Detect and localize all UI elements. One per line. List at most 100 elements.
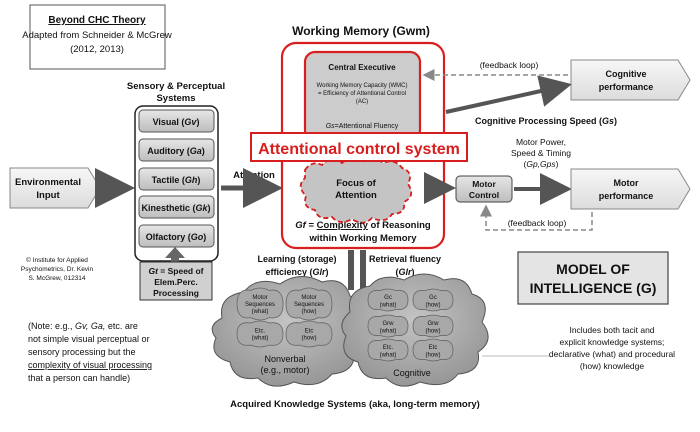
cognitive-small-clouds: Gc(what)Gc(how)Grw(what)Grw(how)Etc.(wha… (367, 288, 454, 362)
nonverbal-small-label: (what) (252, 336, 269, 342)
motor-power-line2: Speed & Timing (511, 148, 571, 158)
note-line4: complexity of visual processing (28, 360, 152, 370)
env-input-line1: Environmental (15, 177, 81, 188)
sensory-item-box (138, 195, 215, 219)
cognitive-small-label: Grw (383, 321, 395, 327)
focus-line2: Attention (335, 190, 377, 201)
cognitive-small-label: Etc. (383, 345, 394, 351)
attention-label: Attention (233, 170, 275, 181)
wm-ltm-connector-left (348, 250, 354, 290)
sensory-item-label: Olfactory (Go) (146, 232, 207, 242)
cognitive-small-label: Gc (384, 295, 392, 301)
note-line5: that a person can handle) (28, 373, 130, 383)
gt-line2: Elem.Perc. (154, 277, 197, 287)
motor-perf-line1: Motor (614, 178, 639, 188)
copyright-line2: Psychometrics, Dr. Kevin (21, 266, 94, 273)
attentional-control-banner (250, 132, 468, 162)
cognitive-small-label: (how) (425, 353, 440, 359)
gt-line3: Processing (153, 288, 199, 298)
sensory-item-label: Tactile (Gh) (152, 175, 201, 185)
motor-control-line2: Control (469, 190, 499, 200)
copyright-line3: S. McGrew, 012314 (28, 275, 85, 282)
gs-attentional-fluency: Gs=Attentional Fluency (326, 123, 399, 130)
gt-box (139, 261, 213, 301)
cognitive-perf-line2: performance (599, 82, 654, 92)
nonverbal-small-label: Sequences (294, 302, 324, 308)
cognitive-perf-line1: Cognitive (605, 69, 646, 79)
small-cloud (412, 314, 454, 338)
small-cloud (236, 320, 284, 348)
tacit-line2: explicit knowledge systems; (560, 337, 665, 347)
sensory-item-box (138, 109, 215, 133)
gt-up-arrow (165, 247, 185, 262)
wmc-line3: (AC) (356, 99, 368, 105)
small-cloud (285, 320, 333, 348)
source-line2: (2012, 2013) (70, 44, 124, 55)
sensory-title-line2: Systems (156, 93, 195, 104)
nonverbal-small-label: Motor (252, 295, 267, 301)
small-cloud (236, 287, 284, 321)
small-cloud (367, 338, 409, 362)
wmc-line1: Working Memory Capacity (WMC) (317, 83, 408, 89)
source-title: Beyond CHC Theory (48, 15, 146, 26)
sensory-item-label: Kinesthetic (Gk) (141, 203, 210, 213)
focus-line1: Focus of (336, 178, 376, 189)
wm-ltm-connector-right (360, 250, 366, 290)
sensory-title-line1: Sensory & Perceptual (127, 81, 225, 92)
model-of-intelligence-box (517, 251, 669, 305)
motor-perf-line2: performance (599, 191, 654, 201)
wm-to-cognitive-arrow (445, 75, 572, 114)
gt-line1: Gt = Speed of (148, 266, 203, 276)
nonverbal-small-label: (what) (252, 309, 269, 315)
wmc-line2: = Efficiency of Attentional Control (318, 91, 406, 97)
sensory-items: Visual (Gv) Auditory (Ga) Tactile (Gh) Kine… (138, 109, 215, 248)
motor-control-line1: Motor (472, 179, 496, 189)
cognitive-small-label: (what) (380, 303, 397, 309)
small-cloud (412, 288, 454, 312)
nonverbal-small-label: (how) (301, 309, 316, 315)
cognitive-small-label: Etc (429, 345, 438, 351)
working-memory-title: Working Memory (Gwm) (292, 24, 430, 38)
motor-control-box (455, 175, 513, 203)
cognitive-speed-label: Cognitive Processing Speed (Gs) (475, 116, 617, 126)
nonverbal-small-label: Etc. (255, 328, 266, 334)
copyright-line1: © Institute for Applied (26, 256, 88, 264)
sensory-item-label: Auditory (Ga) (147, 146, 205, 156)
environmental-input-arrow: Environmental Input (9, 167, 101, 209)
nonverbal-sublabel: (e.g., motor) (260, 365, 309, 375)
attentional-control-label: Attentional control system (258, 141, 460, 158)
retrieval-line2: (Glr) (395, 267, 414, 277)
small-cloud (285, 287, 333, 321)
note-line1: (Note: e.g., Gv, Ga, etc. are (28, 321, 138, 331)
sensory-item-box (138, 224, 215, 248)
gf-line2: within Working Memory (309, 233, 418, 244)
acquired-knowledge-label: Acquired Knowledge Systems (aka, long-te… (230, 399, 480, 410)
retrieval-line1: Retrieval fluency (369, 254, 441, 264)
small-cloud (412, 338, 454, 362)
nonverbal-small-label: Etc (305, 328, 314, 334)
source-line1: Adapted from Schneider & McGrew (22, 30, 172, 41)
cognitive-small-label: (how) (425, 303, 440, 309)
tacit-line4: (how) knowledge (580, 361, 645, 371)
gf-line1: Gf = Complexity of Reasoning (295, 220, 431, 231)
tacit-line1: Includes both tacit and (569, 325, 654, 335)
sensory-item-box (138, 138, 215, 162)
cognitive-small-label: Grw (428, 321, 440, 327)
note-line3: sensory processing but the (28, 347, 136, 357)
central-executive-title: Central Executive (328, 63, 396, 72)
sensory-item-label: Visual (Gv) (153, 117, 200, 127)
nonverbal-small-label: Motor (301, 295, 316, 301)
small-cloud (367, 288, 409, 312)
motor-performance-arrow: Motor performance (570, 168, 691, 210)
learning-line2: efficiency (Glr) (265, 267, 328, 277)
nonverbal-small-clouds: MotorSequences(what)MotorSequences(how)E… (236, 287, 333, 348)
cognitive-performance-arrow: Cognitive performance (570, 59, 691, 101)
model-line2: INTELLIGENCE (G) (530, 280, 657, 296)
cognitive-small-label: (what) (380, 329, 397, 335)
note-line2: not simple visual perceptual or (28, 334, 150, 344)
feedback-top-label: (feedback loop) (480, 60, 539, 70)
env-input-line2: Input (36, 190, 60, 201)
nonverbal-small-label: (how) (301, 336, 316, 342)
cognitive-small-label: (what) (380, 353, 397, 359)
